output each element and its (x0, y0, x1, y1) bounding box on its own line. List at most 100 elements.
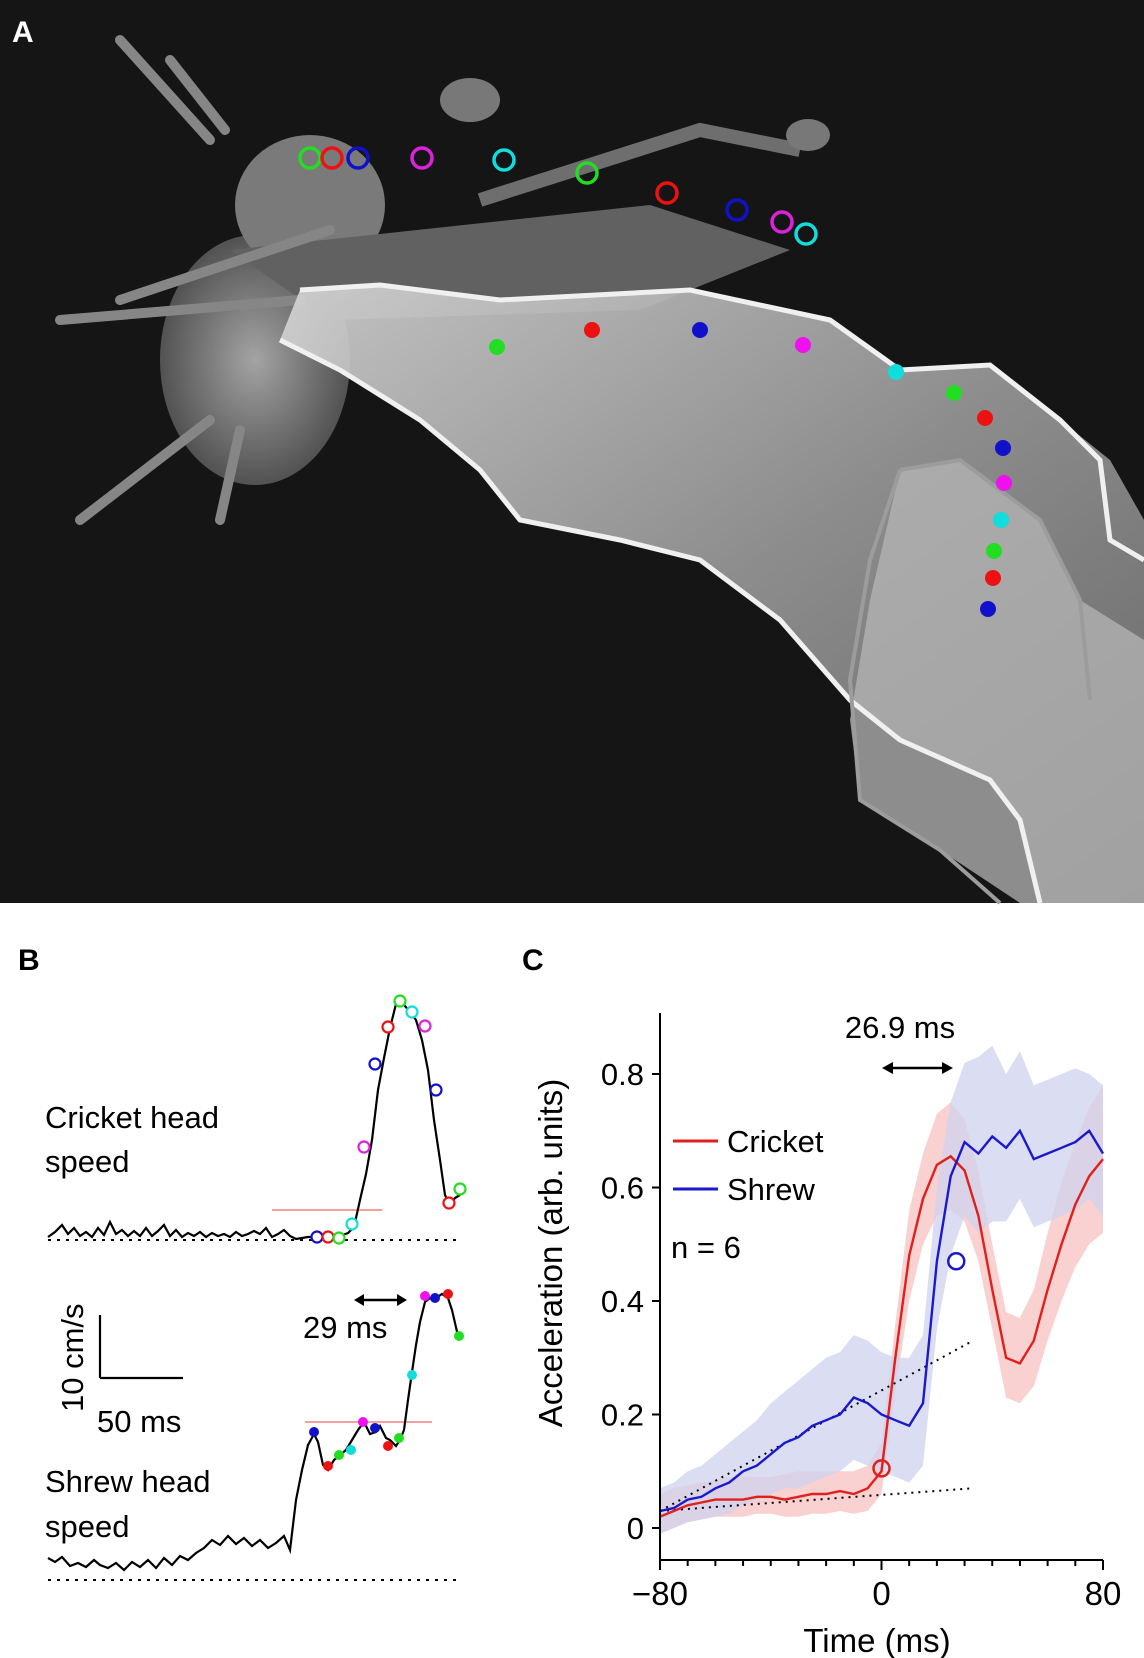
cricket-speed-marker (310, 1230, 324, 1244)
shrew-head-marker (993, 512, 1009, 528)
shrew-speed-label-1: Shrew head (45, 1464, 210, 1499)
lag-label: 29 ms (303, 1310, 387, 1345)
axes: 0 0.2 0.4 0.6 0.8 −80 0 80 (601, 1013, 1121, 1612)
cricket-head-markers (298, 146, 818, 246)
shrew-speed-marker (443, 1289, 453, 1299)
shrew-head-marker (692, 322, 708, 338)
cricket-head-marker (655, 181, 679, 205)
cricket-speed-marker (321, 1230, 335, 1244)
shrew-speed-marker (323, 1461, 333, 1471)
cricket-speed-marker (429, 1083, 443, 1097)
n-label: n = 6 (671, 1230, 741, 1265)
confidence-bands (660, 1045, 1103, 1534)
cricket-speed-markers (310, 994, 467, 1245)
y-tick-label: 0.6 (601, 1171, 644, 1206)
scale-x-label: 50 ms (97, 1404, 181, 1439)
scale-y-label: 10 cm/s (55, 1303, 90, 1412)
shrew-speed-markers (309, 1289, 464, 1471)
shrew-speed-trace (47, 1292, 460, 1572)
cricket-speed-label-1: Cricket head (45, 1100, 219, 1135)
panel-b-letter: B (18, 944, 40, 977)
lag-arrow-head-right (397, 1294, 407, 1306)
y-axis-label: Acceleration (arb. units) (532, 1079, 569, 1427)
cricket-speed-marker (405, 1005, 419, 1019)
cricket-head-marker (725, 198, 749, 222)
panel-c-letter: C (522, 944, 544, 977)
cricket-speed-marker (393, 994, 407, 1008)
shrew-head-marker (946, 385, 962, 401)
cricket-head-marker (346, 146, 370, 170)
panel-a-photo: A (0, 0, 1144, 905)
shrew-speed-marker (420, 1291, 430, 1301)
lag-arrow-head-left (354, 1294, 364, 1306)
shrew-head-marker (489, 339, 505, 355)
x-tick-label: 0 (872, 1575, 890, 1612)
shrew-head-marker (980, 601, 996, 617)
shrew-speed-marker (407, 1370, 417, 1380)
shrew-head-marker (996, 475, 1012, 491)
y-tick-label: 0.2 (601, 1398, 644, 1433)
shrew-contour-inner (847, 457, 1092, 905)
cricket-speed-marker (453, 1182, 467, 1196)
annotation-arrow-head-right (942, 1062, 953, 1074)
shrew-speed-marker (309, 1427, 319, 1437)
shrew-speed-label-2: speed (45, 1509, 129, 1544)
shrew-speed-marker (346, 1445, 356, 1455)
cricket-speed-marker (442, 1196, 456, 1210)
legend-label-shrew: Shrew (727, 1172, 815, 1207)
onset-marker-shrew (947, 1252, 966, 1271)
line-shrew (659, 1128, 1105, 1513)
onset-marker-cricket (872, 1459, 891, 1478)
legend-label-cricket: Cricket (727, 1124, 824, 1159)
cricket-head-marker (320, 146, 344, 170)
panel-b: B Cricket head speed Shrew head speed 29… (18, 944, 467, 1581)
lag-annotation: 26.9 ms (845, 1010, 955, 1045)
cricket-head-marker (410, 146, 434, 170)
line-cricket (659, 1154, 1104, 1518)
shrew-speed-marker (394, 1433, 404, 1443)
cricket-speed-marker (332, 1231, 346, 1245)
shrew-head-marker (986, 543, 1002, 559)
shrew-speed-marker (358, 1417, 368, 1427)
cricket-speed-marker (418, 1019, 432, 1033)
cricket-speed-marker (368, 1057, 382, 1071)
shrew-speed-marker (334, 1450, 344, 1460)
cricket-speed-label-2: speed (45, 1144, 129, 1179)
shrew-head-marker (888, 364, 904, 380)
x-axis-label: Time (ms) (803, 1622, 950, 1658)
cricket-silhouette (55, 35, 830, 525)
onset-markers (872, 1252, 966, 1478)
x-tick-label: 80 (1085, 1575, 1122, 1612)
cricket-head-marker (298, 146, 322, 170)
y-tick-label: 0.4 (601, 1284, 644, 1319)
shrew-contour-bottom (278, 337, 1043, 904)
x-tick-label: −80 (632, 1575, 688, 1612)
cricket-speed-marker (381, 1020, 395, 1034)
shrew-head-marker (985, 570, 1001, 586)
band-shrew (660, 1045, 1103, 1534)
y-tick-label: 0.8 (601, 1057, 644, 1092)
shrew-speed-marker (370, 1423, 380, 1433)
shrew-silhouette (278, 282, 1144, 905)
cricket-head-marker (575, 161, 599, 185)
shrew-speed-marker (383, 1441, 393, 1451)
cricket-head-marker (794, 222, 818, 246)
shrew-speed-marker (454, 1331, 464, 1341)
cricket-speed-marker (345, 1217, 359, 1231)
shrew-head-marker (584, 322, 600, 338)
annotation-arrow-head-left (882, 1062, 893, 1074)
cricket-head-marker (770, 210, 794, 234)
shrew-speed-marker (430, 1293, 440, 1303)
y-tick-label: 0 (627, 1511, 644, 1546)
panel-a-letter: A (12, 16, 34, 49)
shrew-head-markers (489, 322, 1012, 617)
series-lines (659, 1128, 1105, 1518)
shrew-head-marker (795, 337, 811, 353)
cricket-head-marker (492, 148, 516, 172)
cricket-speed-marker (357, 1140, 371, 1154)
shrew-head-marker (977, 410, 993, 426)
shrew-head-marker (995, 440, 1011, 456)
